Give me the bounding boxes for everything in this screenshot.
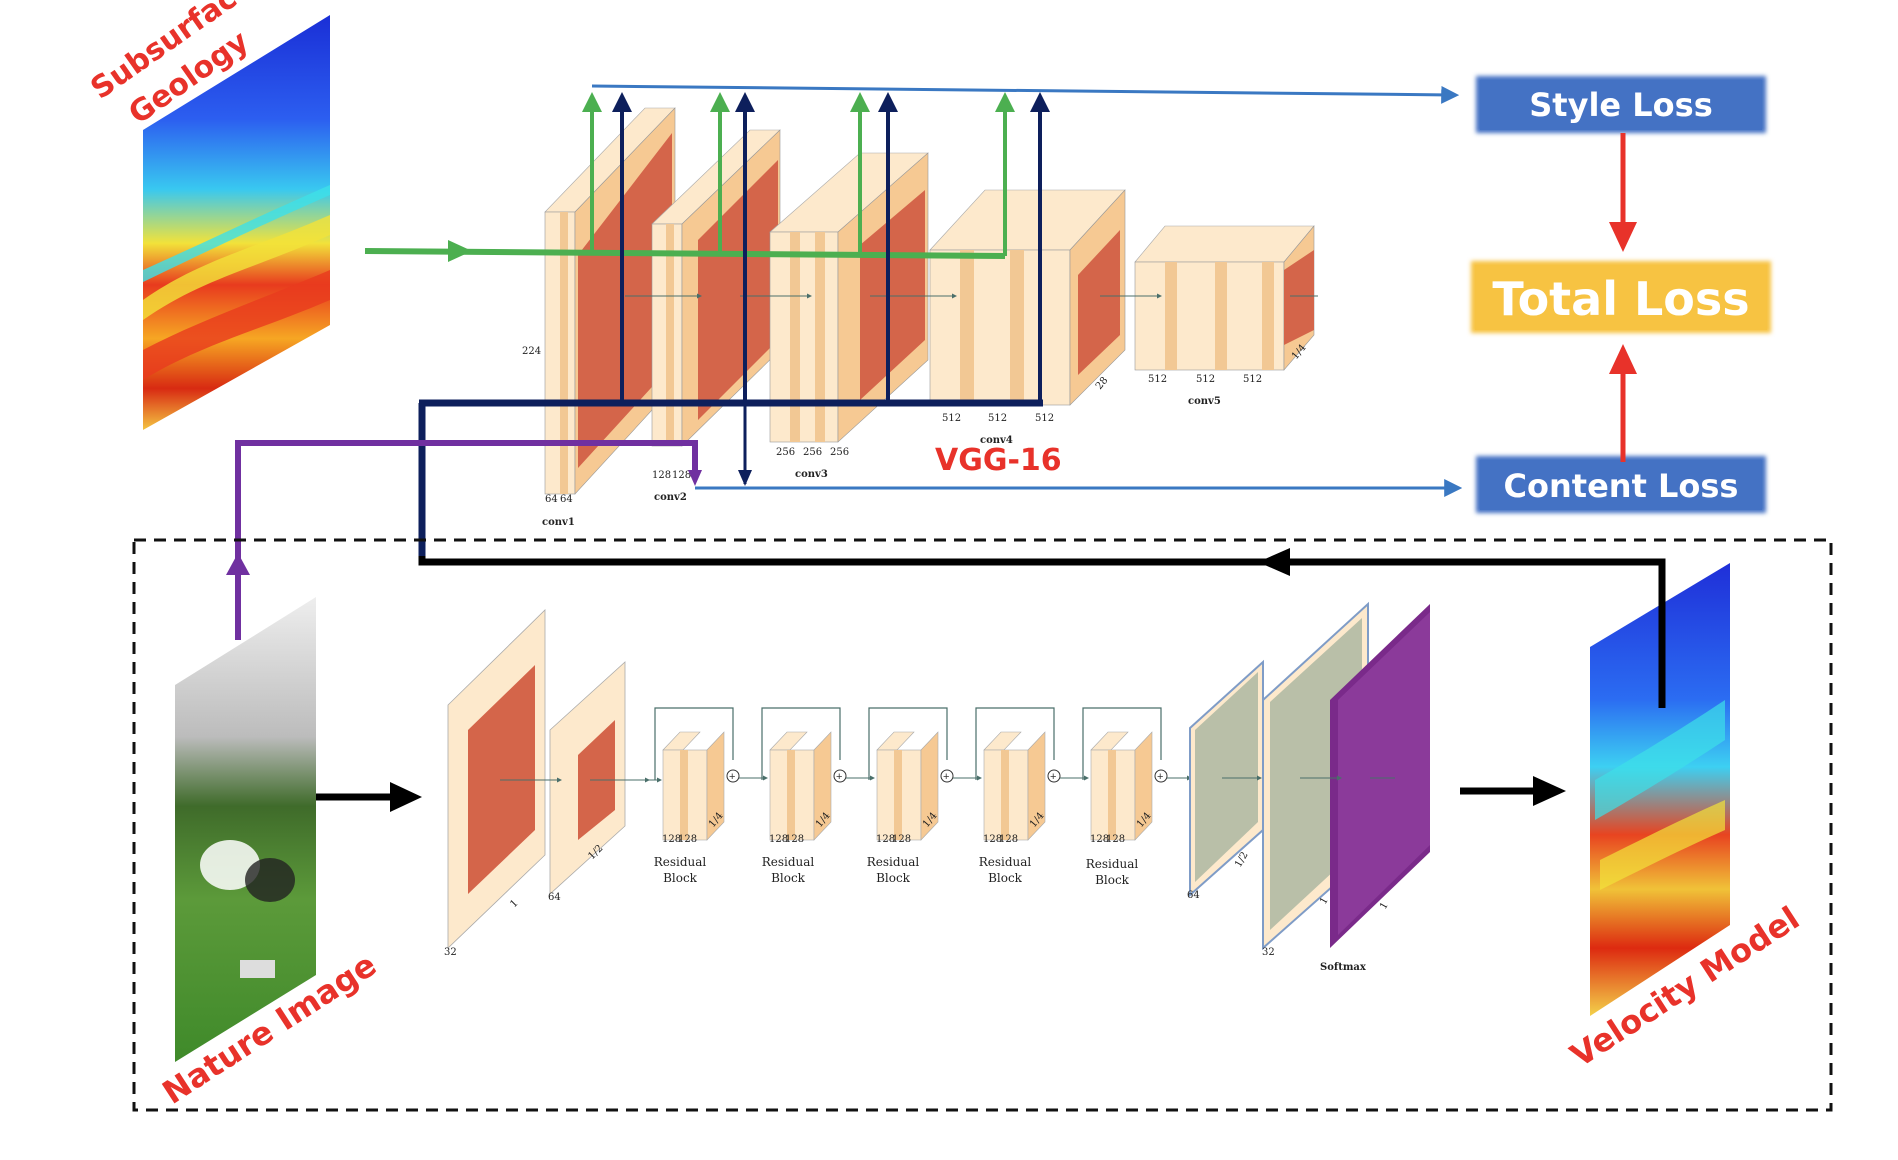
conv4-label: conv4 [980, 435, 1013, 446]
rb1-ch-b: 128 [678, 834, 697, 845]
vgg16-network [544, 107, 1318, 495]
content-loss-label: Content Loss [1504, 467, 1739, 505]
residual-block-2: + [761, 707, 847, 841]
conv1-size-label: 224 [522, 346, 541, 357]
rb3-ch-a: 128 [876, 834, 895, 845]
rb3-ch-b: 128 [892, 834, 911, 845]
conv4-channel-c: 512 [1035, 413, 1054, 424]
style-loss-box: Style Loss [1476, 76, 1766, 133]
conv5-channel-b: 512 [1196, 374, 1215, 385]
vgg-conv5-block [1134, 225, 1315, 371]
rb4-ch-a: 128 [983, 834, 1002, 845]
vgg-conv2-block [651, 129, 781, 447]
softmax-scale: 1 [1378, 900, 1391, 911]
vgg16-label: VGG-16 [935, 443, 1062, 478]
gen-down-conv [549, 661, 626, 895]
style-loss-label: Style Loss [1529, 86, 1712, 124]
rb2-ch-b: 128 [785, 834, 804, 845]
content-loss-box: Content Loss [1476, 456, 1766, 513]
residual-block-5: + [1082, 707, 1168, 841]
conv2-label: conv2 [654, 492, 687, 503]
softmax-label: Softmax [1320, 962, 1367, 973]
gen-up2-scale: 1 [1318, 895, 1331, 906]
rb5-line1: Residual [1086, 857, 1139, 871]
velocity-model-image [1590, 563, 1730, 1016]
conv1-channel-b: 64 [560, 494, 573, 505]
residual-block-3: + [868, 707, 954, 841]
conv5-channel-c: 512 [1243, 374, 1262, 385]
conv4-channel-b: 512 [988, 413, 1007, 424]
rb5-line2: Block [1095, 873, 1130, 887]
svg-text:+: + [943, 771, 949, 783]
gen-input-conv [447, 609, 546, 949]
residual-block-labels: 128 128 1/4 Residual Block 128 128 1/4 R… [654, 811, 1154, 887]
rb2-line1: Residual [762, 855, 815, 869]
rb3-line2: Block [876, 871, 911, 885]
svg-text:+: + [1050, 771, 1056, 783]
gen-input-scale: 1 [508, 898, 520, 910]
conv4-channel-a: 512 [942, 413, 961, 424]
rb5-ch-a: 128 [1090, 834, 1109, 845]
svg-text:+: + [729, 771, 735, 783]
gen-down-channels: 64 [548, 892, 561, 903]
gen-up1-channels: 64 [1187, 890, 1200, 901]
nature-image [175, 597, 316, 1062]
rb4-line1: Residual [979, 855, 1032, 869]
rb1-line2: Block [663, 871, 698, 885]
conv2-channel-b: 128 [672, 470, 691, 481]
vgg-conv1-block [544, 107, 676, 495]
conv5-channel-a: 512 [1148, 374, 1167, 385]
gen-up-conv-1 [1189, 659, 1264, 898]
gen-input-channels: 32 [444, 947, 457, 958]
vgg-conv4-block [929, 189, 1126, 406]
conv5-label: conv5 [1188, 396, 1221, 407]
rb2-line2: Block [771, 871, 806, 885]
rb4-line2: Block [988, 871, 1023, 885]
output-arrowhead [1533, 776, 1566, 806]
total-loss-box: Total Loss [1471, 261, 1771, 333]
total-loss-label: Total Loss [1492, 272, 1749, 326]
vgg-conv3-block [769, 152, 929, 443]
conv1-channel-a: 64 [545, 494, 558, 505]
conv3-channel-a: 256 [776, 447, 795, 458]
rb4-ch-b: 128 [999, 834, 1018, 845]
svg-text:+: + [836, 771, 842, 783]
residual-block-4: + [975, 707, 1061, 841]
loss-combine-arrows [1609, 133, 1637, 462]
rb2-ch-a: 128 [769, 834, 788, 845]
gen-softmax-layer [1330, 604, 1430, 948]
conv3-label: conv3 [795, 469, 828, 480]
gen-up2-channels: 32 [1262, 947, 1275, 958]
conv1-label: conv1 [542, 517, 575, 528]
rb5-ch-b: 128 [1106, 834, 1125, 845]
conv3-channel-c: 256 [830, 447, 849, 458]
style-feature-arrows [364, 92, 1015, 262]
rb1-ch-a: 128 [662, 834, 681, 845]
generator-region [132, 538, 1833, 1112]
conv2-channel-a: 128 [652, 470, 671, 481]
feedback-arrow [418, 548, 1666, 708]
svg-text:+: + [1157, 771, 1163, 783]
rb1-line1: Residual [654, 855, 707, 869]
generator-network: + + + + [447, 601, 1430, 951]
input-arrowhead [390, 782, 422, 812]
generated-feature-arrows [418, 92, 1050, 560]
style-input-arrowhead [448, 240, 472, 262]
rb3-line1: Residual [867, 855, 920, 869]
loss-arrows [591, 84, 1463, 497]
residual-block-1: + [654, 707, 740, 841]
subsurface-geology-image [143, 15, 330, 430]
conv3-channel-b: 256 [803, 447, 822, 458]
